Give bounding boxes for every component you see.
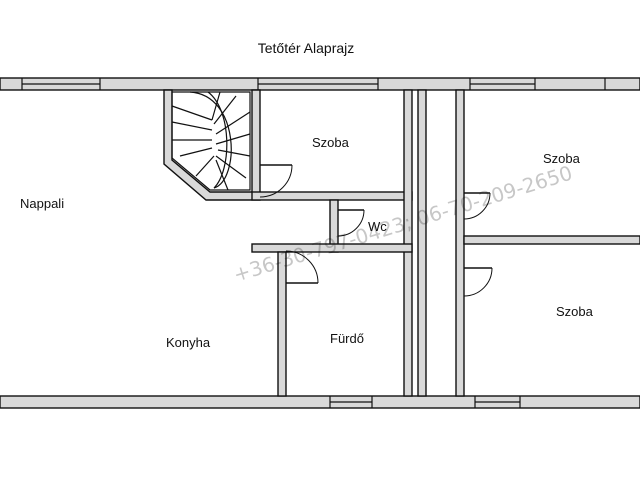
room-label-konyha: Konyha — [166, 335, 211, 350]
room-label-wc: Wc — [368, 219, 387, 234]
door-szoba-middle — [259, 164, 293, 198]
room-walls-right — [463, 235, 640, 245]
door-furdo — [285, 250, 319, 284]
staircase — [163, 89, 261, 201]
door-szoba-right-top — [463, 192, 491, 220]
phone-watermark: +36-30-797-0423; 06-70-209-2650 — [230, 161, 575, 287]
outer-wall-top — [0, 77, 640, 91]
room-label-furdo: Fürdő — [330, 331, 364, 346]
door-wc — [337, 209, 365, 237]
room-label-szoba-middle: Szoba — [312, 135, 350, 150]
room-label-nappali: Nappali — [20, 196, 64, 211]
door-szoba-right-bottom — [463, 267, 493, 297]
room-label-szoba-right-bottom: Szoba — [556, 304, 594, 319]
room-label-szoba-right-top: Szoba — [543, 151, 581, 166]
room-walls-middle — [251, 89, 413, 397]
plan-title: Tetőtér Alaprajz — [258, 40, 355, 56]
outer-wall-bottom — [0, 395, 640, 409]
shaft-column — [417, 89, 465, 397]
